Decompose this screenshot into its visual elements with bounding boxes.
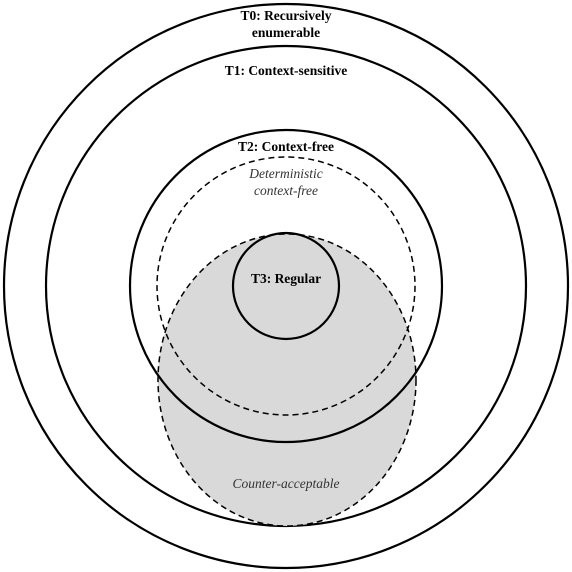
deterministic-context-free-circle [156, 156, 416, 416]
t3-label: T3: Regular [251, 271, 321, 286]
t3-regular-circle [231, 231, 341, 341]
t0-label-line2: enumerable [252, 25, 320, 40]
dcf-label-line2: context-free [254, 183, 318, 198]
dcf-label-line1: Deterministic [248, 166, 323, 181]
t1-context-sensitive-circle [44, 44, 528, 528]
counter-acceptable-label: Counter-acceptable [233, 476, 340, 491]
counter-acceptable-ellipse [157, 233, 417, 527]
t0-label-line1: T0: Recursively [240, 8, 331, 23]
t2-label: T2: Context-free [238, 139, 334, 154]
t1-label: T1: Context-sensitive [225, 63, 348, 78]
t2-context-free-circle [128, 128, 444, 444]
